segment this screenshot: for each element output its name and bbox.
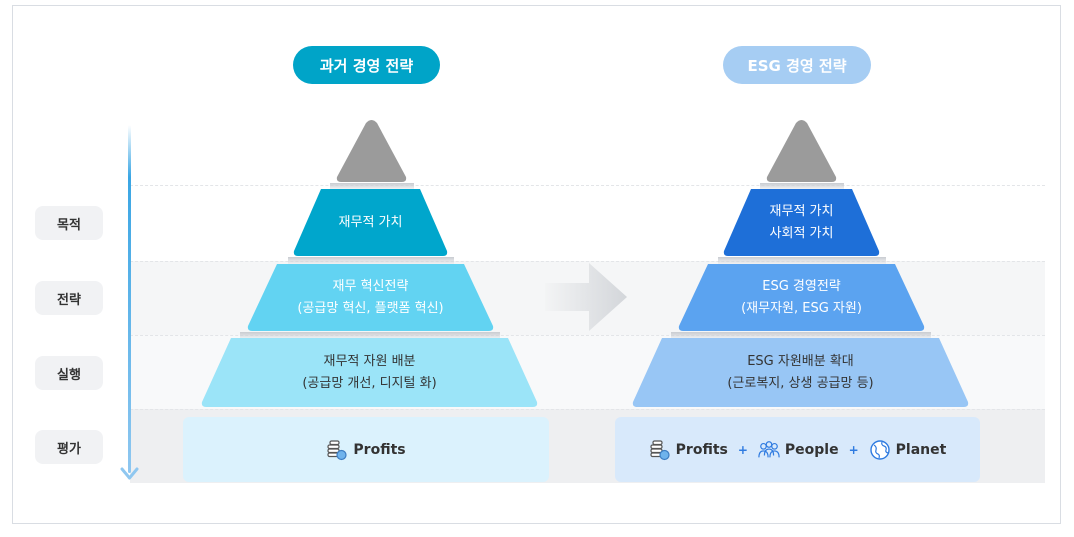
left-level-3-text: 재무적 자원 배분 (공급망 개선, 디지털 화) bbox=[201, 338, 538, 408]
right-level-3-line2: (근로복지, 상생 공급망 등) bbox=[727, 376, 874, 391]
right-level-3-line1: ESG 자원배분 확대 bbox=[747, 354, 854, 369]
left-level-3-line1: 재무적 자원 배분 bbox=[323, 354, 416, 369]
right-level-2-text: ESG 경영전략 (재무자원, ESG 자원) bbox=[678, 264, 925, 332]
right-base-planet-label: Planet bbox=[895, 441, 947, 458]
right-base-block: Profits + People + Planet bbox=[615, 417, 980, 482]
right-level-1-shadow bbox=[718, 257, 886, 265]
right-base-people-label: People bbox=[784, 441, 839, 458]
left-level-2-line2: (공급망 혁신, 플랫폼 혁신) bbox=[297, 301, 444, 316]
left-level-1-shape bbox=[293, 189, 448, 256]
left-level-3-line2: (공급망 개선, 디지털 화) bbox=[302, 376, 437, 391]
right-level-2-shape bbox=[678, 264, 925, 331]
row-label-purpose: 목적 bbox=[35, 206, 103, 240]
left-level-2-shadow bbox=[240, 332, 500, 340]
right-level-1-line1: 재무적 가치 bbox=[769, 204, 834, 219]
arrow-right-icon bbox=[545, 263, 627, 331]
left-header-pill: 과거 경영 전략 bbox=[293, 46, 440, 84]
plus-sign-2: + bbox=[848, 442, 859, 457]
left-pyramid-apex bbox=[336, 120, 407, 182]
left-level-1-shadow bbox=[288, 257, 454, 265]
right-apex-shadow bbox=[760, 183, 844, 191]
arrow-down-icon bbox=[120, 467, 139, 480]
right-level-2-shadow bbox=[671, 332, 931, 340]
right-level-1-line2: 사회적 가치 bbox=[769, 226, 834, 241]
left-level-3-shape bbox=[201, 338, 538, 407]
left-level-2-shape bbox=[247, 264, 494, 331]
left-base-block: Profits bbox=[183, 417, 549, 482]
vertical-axis-line bbox=[128, 125, 131, 473]
right-level-1-text: 재무적 가치 사회적 가치 bbox=[723, 189, 880, 257]
right-level-2-line2: (재무자원, ESG 자원) bbox=[741, 301, 862, 316]
row-label-evaluation: 평가 bbox=[35, 430, 103, 464]
right-level-1-shape bbox=[723, 189, 880, 256]
right-pyramid-apex bbox=[766, 120, 837, 182]
row-label-strategy: 전략 bbox=[35, 281, 103, 315]
right-level-3-text: ESG 자원배분 확대 (근로복지, 상생 공급망 등) bbox=[632, 338, 969, 408]
coins-icon bbox=[650, 439, 670, 460]
left-base-profits-label: Profits bbox=[353, 441, 406, 458]
row-band-purpose bbox=[130, 185, 1045, 262]
row-label-execution: 실행 bbox=[35, 356, 103, 390]
plus-sign-1: + bbox=[737, 442, 748, 457]
left-level-2-text: 재무 혁신전략 (공급망 혁신, 플랫폼 혁신) bbox=[247, 264, 494, 332]
left-level-1-text: 재무적 가치 bbox=[293, 189, 448, 257]
left-level-1-label: 재무적 가치 bbox=[338, 215, 403, 230]
left-apex-shadow bbox=[330, 183, 414, 191]
right-base-profits-label: Profits bbox=[675, 441, 728, 458]
right-level-2-line1: ESG 경영전략 bbox=[762, 279, 841, 294]
left-level-2-line1: 재무 혁신전략 bbox=[332, 279, 409, 294]
coins-icon bbox=[327, 439, 348, 460]
right-level-3-shape bbox=[632, 338, 969, 407]
people-icon bbox=[758, 440, 780, 457]
right-header-pill: ESG 경영 전략 bbox=[723, 46, 871, 84]
globe-icon bbox=[869, 439, 890, 460]
